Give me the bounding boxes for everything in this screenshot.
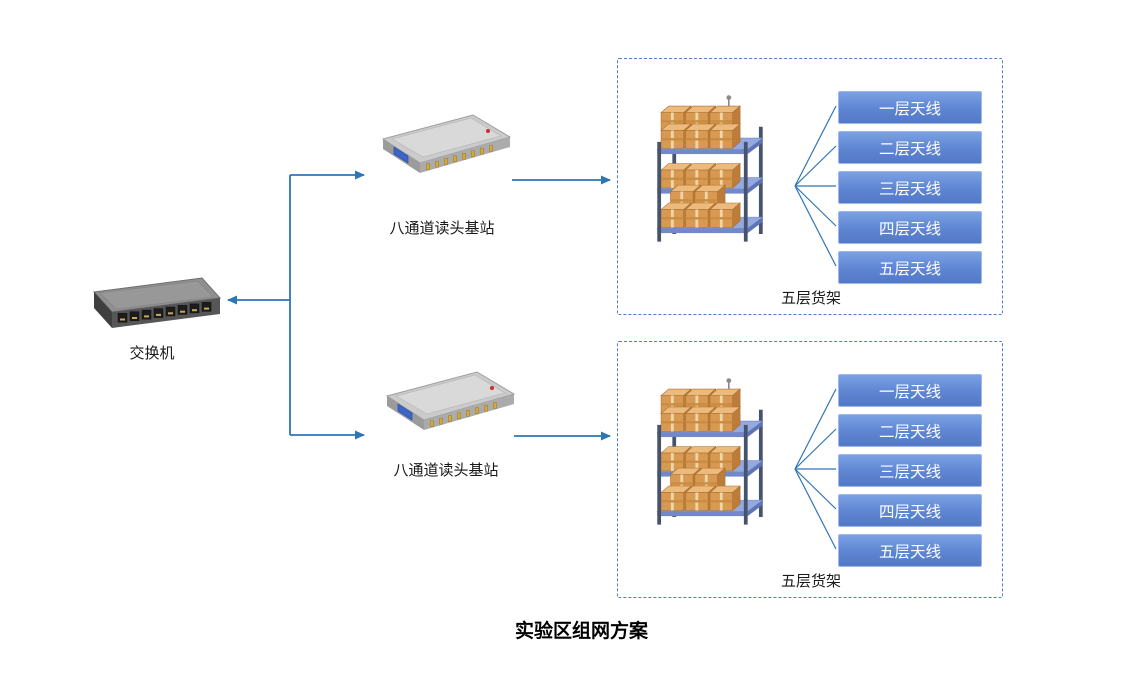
switch-label: 交换机 <box>129 345 175 362</box>
reader-image-top <box>368 105 518 200</box>
antenna-box-layer3: 三层天线 <box>838 171 982 204</box>
reader-label-top: 八通道读头基站 <box>389 220 495 237</box>
rack-zone-bottom: 一层天线 二层天线 三层天线 四层天线 五层天线 五层货架 <box>617 341 1003 598</box>
antenna-box-layer2: 二层天线 <box>838 414 982 447</box>
antenna-box-layer1: 一层天线 <box>838 91 982 124</box>
rack-image-top <box>644 91 776 251</box>
rack-image-bottom <box>644 374 776 534</box>
switch-image <box>82 262 222 340</box>
rack-label-top: 五层货架 <box>780 290 841 307</box>
antenna-box-layer5: 五层天线 <box>838 251 982 284</box>
diagram-title: 实验区组网方案 <box>514 621 648 642</box>
antenna-box-layer3: 三层天线 <box>838 454 982 487</box>
antenna-box-layer4: 四层天线 <box>838 211 982 244</box>
reader-image-bottom <box>372 362 522 457</box>
antenna-box-layer1: 一层天线 <box>838 374 982 407</box>
reader-label-bottom: 八通道读头基站 <box>393 462 499 479</box>
rack-zone-top: 一层天线 二层天线 三层天线 四层天线 五层天线 五层货架 <box>617 58 1003 315</box>
antenna-box-layer2: 二层天线 <box>838 131 982 164</box>
antenna-box-layer4: 四层天线 <box>838 494 982 527</box>
antenna-box-layer5: 五层天线 <box>838 534 982 567</box>
rack-label-bottom: 五层货架 <box>780 573 841 590</box>
